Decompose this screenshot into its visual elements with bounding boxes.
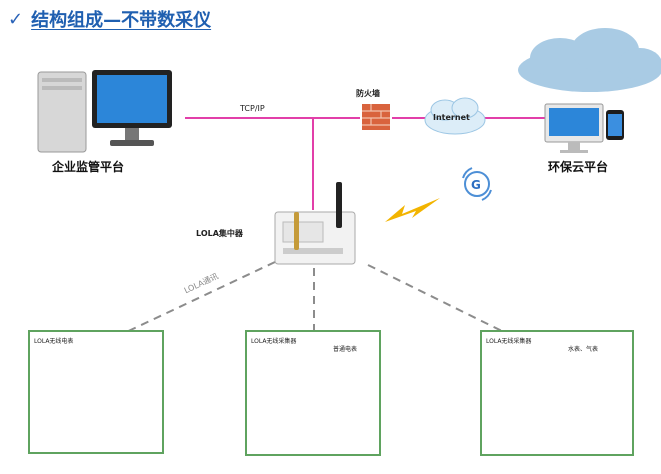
lightning-icon [385, 198, 440, 222]
internet-cloud-icon [424, 97, 486, 135]
panel-label: LOLA无线电表 [34, 338, 74, 345]
enterprise-platform-label: 企业监管平台 [52, 160, 125, 174]
checkmark-icon: ✓ [8, 8, 24, 30]
wireless-links [119, 261, 511, 336]
firewall-label: 防火墙 [356, 89, 380, 98]
network-lines [185, 117, 545, 210]
panel-wireless-meters: LOLA无线电表 [28, 330, 164, 454]
desktop-computer-icon [37, 70, 172, 153]
panel-label: LOLA无线采集器 [486, 338, 532, 345]
cloud-platform-label: 环保云平台 [548, 160, 609, 174]
cloud-icon [518, 28, 661, 92]
imac-and-tablet-icon [544, 103, 624, 153]
lola-concentrator-device-icon [274, 182, 356, 265]
panel-water-gas-collector: LOLA无线采集器 水表、气表 [480, 330, 634, 456]
wireless-link-right [367, 264, 511, 336]
panel-sub-label: 普通电表 [333, 346, 358, 353]
tcpip-label: TCP/IP [240, 104, 265, 113]
panel-label: LOLA无线采集器 [251, 338, 297, 345]
panel-electric-collector: LOLA无线采集器 普通电表 [245, 330, 381, 456]
page-title: 结构组成—不带数采仪 [31, 10, 212, 31]
wireless-link-left [119, 261, 276, 336]
firewall-brick-icon [362, 104, 390, 130]
panel-sub-label: 水表、气表 [568, 346, 599, 353]
concentrator-label: LOLA集中器 [196, 229, 243, 238]
4g-signal-icon: G [462, 167, 492, 201]
title-row: ✓ 结构组成—不带数采仪 [8, 6, 211, 32]
internet-label: Internet [433, 113, 470, 122]
svg-text:G: G [471, 178, 481, 192]
